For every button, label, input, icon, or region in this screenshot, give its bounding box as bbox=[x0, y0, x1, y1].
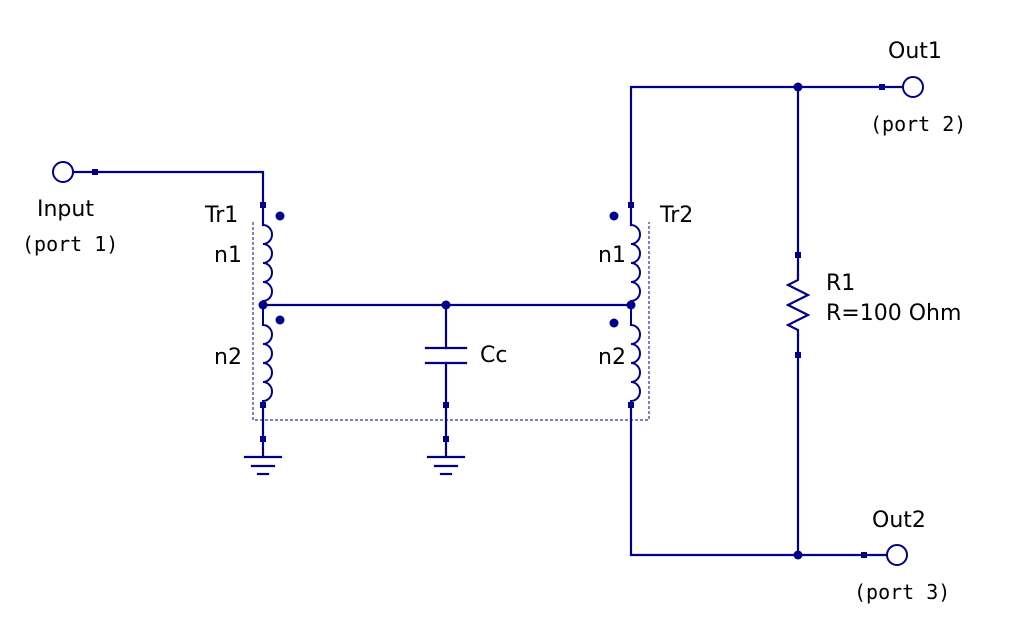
tr1-n2-coil bbox=[262, 305, 273, 405]
port-terminal-icon[interactable] bbox=[902, 76, 924, 98]
port-pin bbox=[861, 552, 867, 558]
port-out2-number: (port 3) bbox=[854, 580, 950, 604]
tr1-polarity-dot bbox=[275, 211, 285, 221]
tr1-polarity-dot bbox=[275, 315, 285, 325]
junction-dot bbox=[441, 300, 451, 310]
ground-symbol[interactable] bbox=[426, 455, 466, 476]
port-out2[interactable]: Out2 (port 3) bbox=[854, 508, 950, 604]
port-terminal-icon[interactable] bbox=[52, 161, 74, 183]
tr2-pin bbox=[628, 402, 634, 408]
port-terminal-icon[interactable] bbox=[886, 544, 908, 566]
wire-out2 bbox=[629, 403, 894, 557]
port-pin bbox=[92, 169, 98, 175]
tr2-polarity-dot bbox=[609, 211, 619, 221]
tr2-label: Tr2 bbox=[659, 203, 693, 228]
port-pin bbox=[879, 84, 885, 90]
transformer-tr1[interactable]: Tr1 n1 n2 bbox=[204, 202, 285, 408]
junction-dot bbox=[258, 300, 268, 310]
tr1-n1-label: n1 bbox=[214, 243, 242, 268]
capacitor-cc[interactable]: Cc bbox=[424, 343, 507, 408]
junctions bbox=[258, 82, 803, 560]
tr1-pin bbox=[260, 402, 266, 408]
wire-out1 bbox=[629, 85, 904, 207]
tr2-n1-coil bbox=[630, 224, 641, 305]
tr1-n2-label: n2 bbox=[214, 345, 242, 370]
ground-symbol[interactable] bbox=[243, 455, 283, 476]
resistor-r1[interactable]: R1 R=100 Ohm bbox=[785, 252, 961, 358]
tr2-polarity-dot bbox=[609, 318, 619, 328]
tr2-n1-label: n1 bbox=[598, 243, 626, 268]
r1-pin bbox=[795, 252, 801, 258]
transformer-outline bbox=[252, 222, 650, 421]
tr2-pin bbox=[628, 202, 634, 208]
port-input-name: Input bbox=[37, 197, 94, 222]
port-out1[interactable]: Out1 (port 2) bbox=[870, 39, 966, 136]
junction-dot bbox=[626, 300, 636, 310]
wire-input bbox=[72, 170, 265, 207]
tr1-n1-coil bbox=[262, 224, 273, 305]
port-input-number: (port 1) bbox=[22, 232, 118, 256]
r1-pin bbox=[795, 352, 801, 358]
port-out2-name: Out2 bbox=[872, 508, 926, 533]
tr1-pin bbox=[260, 202, 266, 208]
r1-label: R1 bbox=[826, 271, 855, 296]
port-out1-number: (port 2) bbox=[870, 112, 966, 136]
tr2-n2-label: n2 bbox=[598, 345, 626, 370]
wires bbox=[72, 85, 904, 557]
junction-dot bbox=[793, 550, 803, 560]
tr2-n2-coil bbox=[630, 305, 641, 405]
port-input[interactable]: Input (port 1) bbox=[22, 161, 118, 256]
ground-pin bbox=[443, 436, 449, 442]
r1-zigzag bbox=[785, 273, 811, 337]
cc-label: Cc bbox=[480, 343, 507, 368]
transformer-tr2[interactable]: Tr2 n1 n2 bbox=[598, 202, 693, 408]
port-out1-name: Out1 bbox=[888, 39, 942, 64]
tr1-label: Tr1 bbox=[204, 203, 238, 228]
cc-pin bbox=[443, 402, 449, 408]
junction-dot bbox=[793, 82, 803, 92]
ground-pin bbox=[260, 436, 266, 442]
r1-value: R=100 Ohm bbox=[826, 301, 961, 326]
